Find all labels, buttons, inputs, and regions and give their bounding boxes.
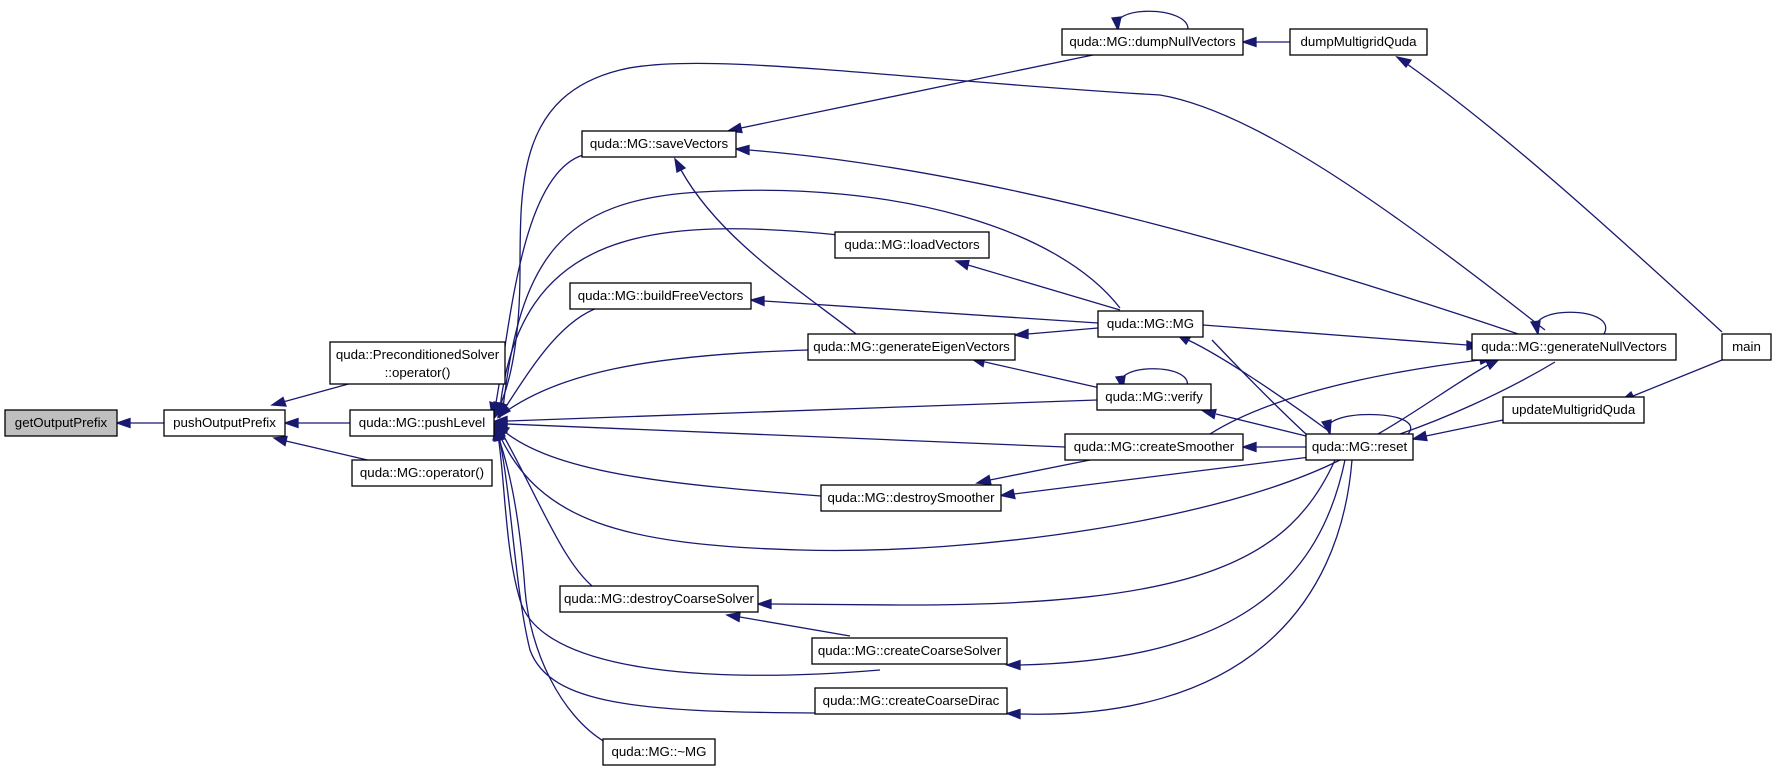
- node-label: quda::MG::destroyCoarseSolver: [564, 591, 755, 606]
- node-mg-pushlevel[interactable]: quda::MG::pushLevel: [349, 409, 495, 437]
- edge-createsmoother-destroysmoother: [975, 458, 1096, 486]
- edge-destroysmoother-pushlevel: [493, 424, 822, 497]
- edge-mgconstructor-loadvectors: [954, 259, 1121, 311]
- node-label: quda::MG::reset: [1312, 439, 1408, 454]
- edge-generatenullvectors-pushlevel: [493, 62, 1546, 420]
- edge-mgoperator-pushoutputprefix: [272, 435, 377, 463]
- node-mg-createcoarsedirac[interactable]: quda::MG::createCoarseDirac: [814, 687, 1008, 715]
- node-mg-generateeigenvectors[interactable]: quda::MG::generateEigenVectors: [807, 333, 1016, 361]
- edge-generatenullvectors-reset: [1399, 361, 1556, 435]
- edge-loadvectors-pushlevel: [493, 228, 849, 418]
- node-label: quda::MG::saveVectors: [590, 136, 729, 151]
- node-mg-createsmoother[interactable]: quda::MG::createSmoother: [1064, 433, 1244, 461]
- edge-reset-mgconstructor-2: [1211, 339, 1319, 446]
- node-mg-savevectors[interactable]: quda::MG::saveVectors: [581, 130, 737, 158]
- edge-mgconstructor-pushlevel: [497, 189, 1121, 419]
- node-label: quda::MG::createCoarseDirac: [823, 693, 1000, 708]
- graph-nodes: getOutputPrefix pushOutputPrefix quda::P…: [4, 28, 1772, 766]
- node-main[interactable]: main: [1721, 333, 1772, 361]
- node-mg-constructor[interactable]: quda::MG::MG: [1097, 310, 1204, 338]
- edge-reset-createcoarsedirac: [1005, 459, 1353, 720]
- edge-generateeigen-savevectors: [674, 157, 861, 338]
- node-label: quda::MG::dumpNullVectors: [1069, 34, 1236, 49]
- edge-verify-generateeigen: [970, 356, 1101, 389]
- edge-pushlevel-pushoutputprefix: [283, 417, 350, 429]
- node-label: quda::MG::generateNullVectors: [1481, 339, 1667, 354]
- node-mg-buildfreevectors[interactable]: quda::MG::buildFreeVectors: [569, 282, 752, 310]
- graph-edges: [115, 10, 1723, 743]
- node-preconditionedsolver-operator[interactable]: quda::PreconditionedSolver ::operator(): [329, 341, 506, 385]
- edge-reset-verify: [1201, 408, 1307, 437]
- node-getoutputprefix[interactable]: getOutputPrefix: [4, 409, 118, 437]
- edge-dumpnullvectors-self: [1111, 10, 1189, 32]
- node-label: quda::MG::destroySmoother: [827, 490, 995, 505]
- edge-generateeigen-pushlevel: [497, 349, 809, 419]
- node-mg-verify[interactable]: quda::MG::verify: [1096, 383, 1212, 411]
- edge-reset-generatenullvectors: [1377, 356, 1502, 435]
- node-label: ::operator(): [385, 365, 451, 380]
- edge-destroycoarsesolver-pushlevel: [494, 423, 601, 593]
- node-mg-loadvectors[interactable]: quda::MG::loadVectors: [834, 231, 990, 259]
- edge-mgconstructor-buildfreevectors: [749, 295, 1099, 324]
- node-mg-operator[interactable]: quda::MG::operator(): [351, 459, 493, 487]
- edge-mgconstructor-generatenullvectors: [1202, 324, 1482, 351]
- edge-verify-pushlevel: [492, 399, 1098, 427]
- edge-dumpmultigridquda-dumpnullvectors: [1241, 36, 1290, 48]
- edge-generatenullvectors-savevectors: [734, 144, 1531, 339]
- edge-mgdestructor-pushlevel: [493, 425, 606, 743]
- node-label: quda::PreconditionedSolver: [336, 347, 500, 362]
- edge-createsmoother-pushlevel: [492, 418, 1066, 448]
- node-pushoutputprefix[interactable]: pushOutputPrefix: [163, 409, 286, 437]
- node-label: quda::MG::operator(): [360, 465, 484, 480]
- node-mg-destroycoarsesolver[interactable]: quda::MG::destroyCoarseSolver: [559, 585, 759, 613]
- node-label: pushOutputPrefix: [173, 415, 276, 430]
- edge-createcoarsedirac-pushlevel: [494, 425, 816, 714]
- node-label: updateMultigridQuda: [1512, 402, 1636, 417]
- edge-reset-destroycoarsesolver: [756, 459, 1336, 610]
- node-updatemultigridquda[interactable]: updateMultigridQuda: [1502, 396, 1645, 424]
- node-mg-dumpnullvectors[interactable]: quda::MG::dumpNullVectors: [1061, 28, 1244, 56]
- edge-reset-createcoarsesolver: [1005, 459, 1346, 671]
- edge-reset-pushlevel: [494, 425, 1341, 552]
- edge-reset-destroysmoother: [999, 456, 1311, 500]
- node-label: quda::MG::verify: [1105, 389, 1203, 404]
- edge-reset-self: [1320, 413, 1412, 436]
- node-mg-generatenullvectors[interactable]: quda::MG::generateNullVectors: [1471, 333, 1677, 361]
- node-label: getOutputPrefix: [15, 415, 108, 430]
- edge-createcoarsesolver-destroycoarsesolver: [725, 611, 851, 637]
- node-label: quda::MG::MG: [1107, 316, 1194, 331]
- node-mg-createcoarsesolver[interactable]: quda::MG::createCoarseSolver: [811, 637, 1008, 665]
- node-label: dumpMultigridQuda: [1300, 34, 1417, 49]
- edge-precondsolver-pushoutputprefix: [270, 382, 353, 407]
- node-mg-reset[interactable]: quda::MG::reset: [1305, 433, 1414, 461]
- edge-pushoutputprefix-getoutputprefix: [115, 417, 164, 429]
- node-label: quda::MG::~MG: [612, 744, 707, 759]
- node-label: quda::MG::createSmoother: [1074, 439, 1235, 454]
- node-label: quda::MG::generateEigenVectors: [813, 339, 1010, 354]
- edge-main-updatemultigridquda: [1619, 359, 1723, 402]
- edge-updatemultigridquda-reset: [1411, 419, 1504, 442]
- edge-generatenullvectors-self: [1529, 311, 1607, 336]
- edge-mgconstructor-generateeigen: [1013, 327, 1099, 340]
- node-label: quda::MG::createCoarseSolver: [818, 643, 1002, 658]
- edge-main-dumpmultigridquda: [1395, 55, 1723, 333]
- node-label: main: [1732, 339, 1761, 354]
- node-dumpmultigridquda[interactable]: dumpMultigridQuda: [1289, 28, 1428, 56]
- node-label: quda::MG::buildFreeVectors: [578, 288, 744, 303]
- node-mg-destroysmoother[interactable]: quda::MG::destroySmoother: [820, 484, 1002, 512]
- node-label: quda::MG::pushLevel: [359, 415, 485, 430]
- node-mg-destructor[interactable]: quda::MG::~MG: [602, 738, 716, 766]
- edge-reset-createsmoother: [1241, 441, 1306, 453]
- node-label: quda::MG::loadVectors: [844, 237, 980, 252]
